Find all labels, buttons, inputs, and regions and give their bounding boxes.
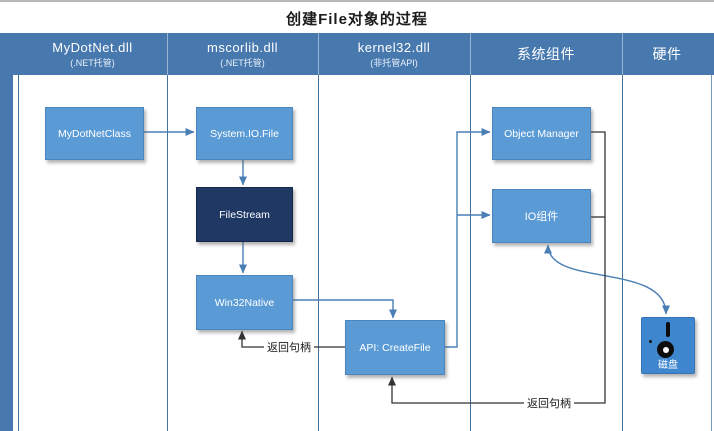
lane-divider <box>470 75 471 431</box>
left-margin-strip <box>0 75 13 431</box>
lane-divider <box>318 75 319 431</box>
lane-label: kernel32.dll <box>357 39 431 55</box>
lane-label: 系统组件 <box>517 45 575 62</box>
disk-hub-mark <box>657 341 674 358</box>
page-title: 创建File对象的过程 <box>286 11 428 28</box>
node-object-manager: Object Manager <box>492 107 591 160</box>
lane-header-mscorlib: mscorlib.dll (.NET托管) <box>167 33 319 75</box>
lane-header-mydotnet: MyDotNet.dll (.NET托管) <box>18 33 168 75</box>
edge-win32native-to-createfile <box>291 299 397 319</box>
edge-label-return-handle-mid: 返回句柄 <box>264 339 314 355</box>
disk-icon: 磁盘 <box>641 317 695 374</box>
edge-label-return-handle-bottom: 返回句柄 <box>524 395 574 411</box>
title-bar: 创建File对象的过程 <box>0 0 714 35</box>
node-io-component: IO组件 <box>492 189 591 243</box>
node-win32native: Win32Native <box>196 275 293 330</box>
lane-header-hardware: 硬件 <box>622 33 712 75</box>
node-label: MyDotNetClass <box>58 127 131 140</box>
lane-label: mscorlib.dll <box>206 39 278 55</box>
lane-label: MyDotNet.dll <box>52 39 133 55</box>
node-label: Win32Native <box>214 296 275 309</box>
node-filestream: FileStream <box>196 187 293 242</box>
lane-sublabel: (.NET托管) <box>70 57 115 68</box>
disk-slot-mark <box>666 322 670 337</box>
lane-header-kernel32: kernel32.dll (非托管API) <box>318 33 471 75</box>
node-label: System.IO.File <box>210 127 279 140</box>
node-label: FileStream <box>219 208 270 221</box>
lane-divider <box>167 75 168 431</box>
lane-divider <box>622 75 623 431</box>
node-label: IO组件 <box>524 211 559 223</box>
node-label: API: CreateFile <box>359 341 431 354</box>
node-system-io-file: System.IO.File <box>196 107 293 160</box>
node-api-createfile: API: CreateFile <box>345 320 445 375</box>
lane-divider <box>711 75 712 431</box>
lane-label: 硬件 <box>652 45 682 62</box>
node-label: Object Manager <box>504 127 579 140</box>
lane-sublabel: (.NET托管) <box>220 57 265 68</box>
lane-sublabel: (非托管API) <box>370 57 418 68</box>
node-mydotnetclass: MyDotNetClass <box>45 107 144 160</box>
edge-createfile-to-objectmanager <box>443 128 491 348</box>
lane-header-system-components: 系统组件 <box>470 33 623 75</box>
disk-dot-mark <box>649 340 652 343</box>
lane-divider <box>18 75 19 431</box>
lane-header-band <box>0 33 714 75</box>
edge-iocomponent-disk-bidirectional <box>544 244 670 315</box>
disk-label: 磁盘 <box>658 360 678 371</box>
